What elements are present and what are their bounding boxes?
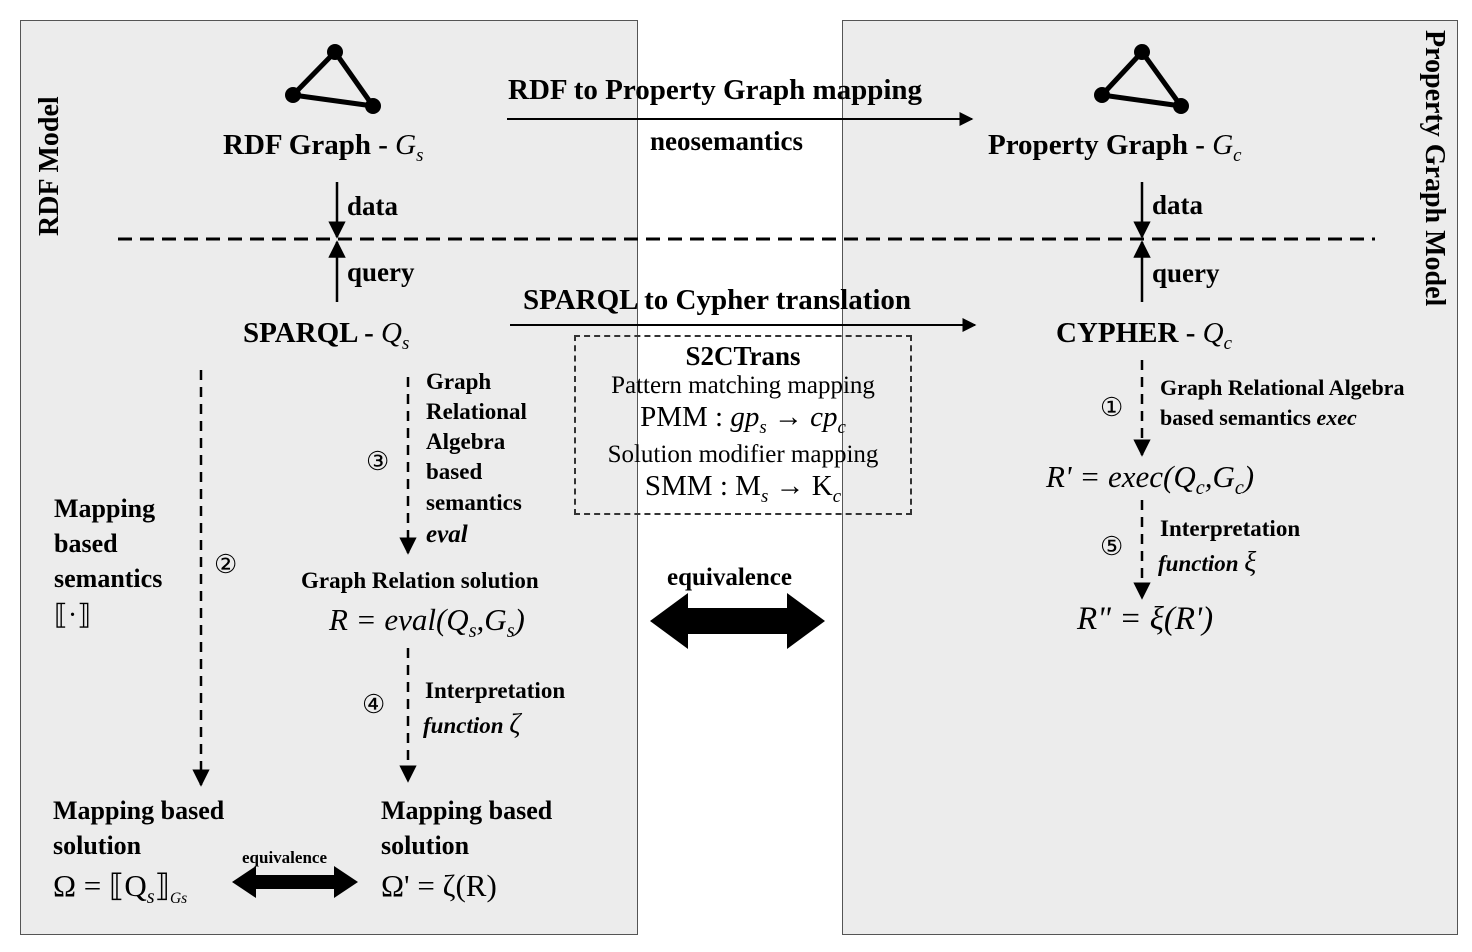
graph-relation-solution-label: Graph Relation solution (301, 568, 539, 593)
smm-formula: SMM : Ms → Kc (644, 470, 842, 507)
interpretation-function-left: function ζ (423, 709, 521, 740)
interpretation-label-left: Interpretation (425, 678, 566, 703)
equivalence-double-arrow (650, 593, 825, 649)
mapping-solution-left-line1: Mapping based (53, 796, 225, 825)
equivalence-label-big: equivalence (667, 564, 792, 591)
gra-left-line5: semantics (426, 490, 522, 515)
gra-left-eval: eval (426, 521, 468, 548)
gra-left-line2: Relational (426, 399, 527, 424)
property-graph-label: Property Graph - Gc (988, 129, 1242, 166)
s2ctrans-box (574, 335, 912, 515)
gra-left-line1: Graph (426, 369, 492, 394)
mapping-semantics-line2: based (54, 529, 118, 558)
rdf-graph-label: RDF Graph - Gs (223, 129, 424, 166)
equivalence-label-small: equivalence (242, 848, 327, 867)
neosemantics-label: neosemantics (650, 126, 803, 156)
gra-right-line1: Graph Relational Algebra (1160, 375, 1405, 400)
gra-left-line3: Algebra (426, 429, 506, 454)
mapping-solution-right-line2: solution (381, 831, 470, 860)
mapping-semantics-line1: Mapping (54, 494, 156, 523)
pmm-formula: PMM : gps → cpc (640, 401, 846, 438)
s2ctrans-title: S2CTrans (685, 341, 801, 371)
data-label-right: data (1152, 190, 1204, 220)
eval-formula: R = eval(Qs,Gs) (329, 602, 525, 643)
omega-right-formula: Ω' = ζ(R) (381, 868, 497, 903)
query-label-left: query (347, 257, 415, 287)
exec-formula: R' = exec(Qc,Gc) (1046, 459, 1255, 500)
property-graph-model-panel (842, 20, 1458, 935)
property-graph-icon (1094, 44, 1189, 114)
step-4-marker: ④ (362, 690, 386, 719)
rdf-graph-icon (285, 44, 381, 114)
equivalence-small-double-arrow (232, 866, 358, 898)
data-label-left: data (347, 191, 399, 221)
mapping-semantics-line3: semantics (54, 564, 163, 593)
step-5-marker: ⑤ (1100, 532, 1124, 561)
final-formula: R" = ξ(R') (1077, 601, 1214, 637)
step-3-marker: ③ (366, 447, 390, 476)
rdf-model-panel (20, 20, 638, 935)
pmm-label: Pattern matching mapping (611, 372, 875, 399)
interpretation-function-right: function ξ (1158, 547, 1257, 578)
gra-left-line4: based (426, 459, 483, 484)
mapping-semantics-symbol: ⟦·⟧ (54, 600, 92, 631)
omega-left-formula: Ω = ⟦Qs⟧Gs (53, 868, 188, 909)
gra-right-line2: based semantics exec (1160, 405, 1357, 430)
mapping-solution-left-line2: solution (53, 831, 142, 860)
mapping-solution-right-line1: Mapping based (381, 796, 553, 825)
step-1-marker: ① (1100, 393, 1124, 422)
query-label-right: query (1152, 258, 1220, 288)
rdf-to-pg-mapping-label: RDF to Property Graph mapping (508, 74, 923, 106)
step-2-marker: ② (214, 550, 238, 579)
interpretation-label-right: Interpretation (1160, 516, 1301, 541)
cypher-label: CYPHER - Qc (1056, 317, 1232, 354)
smm-label: Solution modifier mapping (607, 441, 879, 468)
sparql-label: SPARQL - Qs (243, 317, 410, 354)
sparql-to-cypher-label: SPARQL to Cypher translation (523, 284, 912, 316)
